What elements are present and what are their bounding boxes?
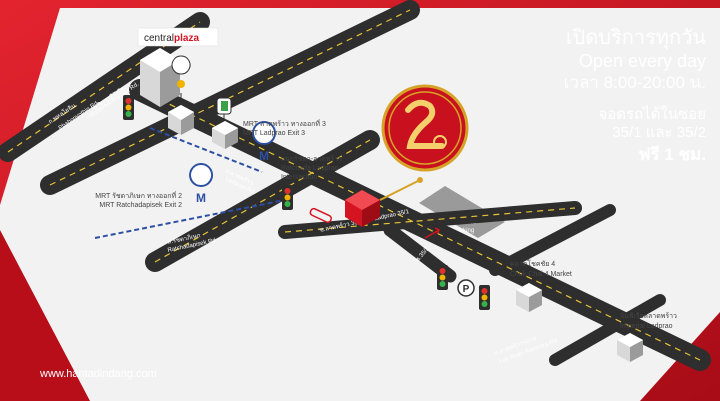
parking-sign-icon (457, 279, 475, 297)
traffic-light-icon (282, 185, 293, 210)
traffic-light-icon (479, 285, 490, 310)
arrow-icon (424, 227, 441, 239)
building-imperial (617, 333, 643, 362)
svg-text:M: M (259, 149, 269, 163)
mrt-line-ratchada (94, 199, 286, 239)
sun-pin-icon (171, 55, 191, 105)
intersection-label-en1: Ratchada Ladprao (281, 165, 339, 172)
parking-sign-letter: P (463, 284, 470, 295)
imperial-label-th: อิมพีเรียลลาดพร้าว (620, 312, 677, 320)
traffic-light-icon (437, 265, 448, 290)
imperial-label-en: Imperial Ladprao (620, 323, 673, 330)
parking-info-th: จอดรถได้ในซอย (598, 106, 706, 123)
building-central-plaza (140, 48, 180, 107)
mrt2-label-th: MRT รัชดาภิเษก ทางออกที่ 2 (95, 191, 182, 200)
building-sun-landmark (168, 105, 194, 135)
intersection-label-th: แยกรัชดา-ลาดพร้าว (281, 155, 342, 163)
website-link[interactable]: www.hantadindang.com (40, 368, 157, 380)
centralplaza-logo: centralplaza (144, 33, 199, 44)
map-corner (0, 230, 90, 401)
traffic-light-icon (123, 95, 134, 120)
mrt-ladprao-pin-icon: M (252, 121, 277, 163)
building-chokchai (516, 283, 542, 312)
mrt-ratchada-pin-icon: M (189, 163, 214, 205)
hantadindang-logo (381, 84, 469, 172)
mrt-line-ladprao (149, 127, 263, 173)
chokchai-label-th: ตลาดโชคชัย 4 (510, 259, 555, 268)
mrt2-label-en: MRT Ratchadapisek Exit 2 (99, 202, 182, 209)
mrt3-label-en: MRT Ladprao Exit 3 (243, 130, 305, 137)
open-every-day-en: Open every day (578, 51, 706, 71)
free-parking: ฟรี 1 ชม. (638, 145, 706, 164)
centralplaza-logo-box (137, 27, 219, 47)
opening-hours: เวลา 8:00-20:00 น. (563, 73, 706, 92)
mrt3-label-th: MRT ลาดพร้าว ทางออกที่ 3 (243, 119, 326, 128)
building-mrt-ladprao (212, 121, 238, 149)
parking-label-en: Parking (454, 228, 474, 234)
road-side-chokchai (489, 204, 616, 276)
intersection-label-en2: Intersection (281, 174, 317, 181)
logo-leader-line (379, 179, 421, 201)
info-panel: เปิดบริการทุกวัน Open every day เวลา 8:0… (526, 26, 706, 168)
uturn-marker (309, 207, 333, 224)
building-shop (345, 190, 380, 227)
open-every-day-th: เปิดบริการทุกวัน (565, 27, 706, 49)
parking-info-soi: 35/1 และ 35/2 (612, 124, 706, 141)
shop-pin-icon (216, 97, 232, 121)
chokchai-label-en: Chok Chai 4 Market (510, 271, 572, 278)
svg-text:M: M (196, 191, 206, 205)
logo-leader-dot (417, 177, 423, 183)
road-imperial (549, 294, 666, 366)
